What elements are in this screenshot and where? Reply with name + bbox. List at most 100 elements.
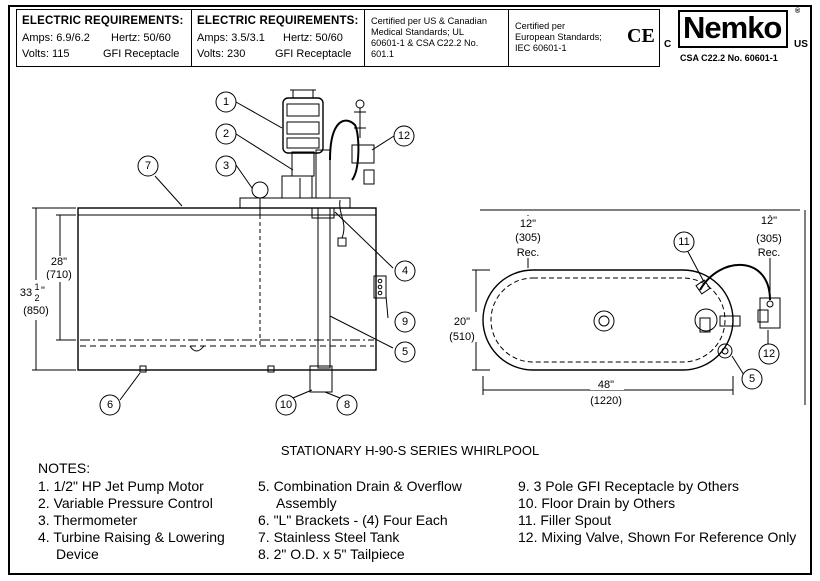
note-item: 7. Stainless Steel Tank xyxy=(258,529,400,545)
callout-4 xyxy=(394,260,416,282)
drain-bulge xyxy=(189,345,205,352)
drawing-title: STATIONARY H-90-S SERIES WHIRLPOOL xyxy=(280,443,540,458)
req-volts: Volts: 115 xyxy=(22,48,70,60)
callout-7-label: 7 xyxy=(145,160,151,172)
tailpiece xyxy=(309,365,333,393)
pump-base xyxy=(281,175,313,199)
motor-band xyxy=(286,103,320,117)
callout-6-label: 6 xyxy=(107,399,113,411)
callout-3-label: 3 xyxy=(223,160,229,172)
dim-335-unit: " xyxy=(41,285,45,297)
nemko-standard: CSA C22.2 No. 60601-1 xyxy=(680,53,778,63)
notes-column-2: 5. Combination Drain & Overflow Assembly… xyxy=(258,478,462,563)
note-item: 2. Variable Pressure Control xyxy=(38,495,213,511)
mixing-valve-side xyxy=(351,144,375,164)
turbine-pipe xyxy=(317,207,331,369)
req-volts: Volts: 230 xyxy=(197,48,246,60)
dim-12-left-text: 12" xyxy=(520,218,536,230)
filler-spout xyxy=(695,279,711,295)
pump-platform xyxy=(239,197,351,209)
dim-335-den: 2 xyxy=(34,293,39,303)
callout-9 xyxy=(394,311,416,333)
ce-mark-logo: CE xyxy=(627,25,655,47)
rec-left-text: Rec. xyxy=(517,247,540,259)
electric-requirements-230v: ELECTRIC REQUIREMENTS: Amps: 3.5/3.1 Her… xyxy=(191,9,365,67)
center-drain xyxy=(593,310,615,332)
dim-1220-text: (1220) xyxy=(590,395,622,407)
dim-710-text: (710) xyxy=(46,269,72,281)
callout-7 xyxy=(137,155,159,177)
supply-hose xyxy=(329,119,360,181)
note-item: 1. 1/2" HP Jet Pump Motor xyxy=(38,478,204,494)
callout-11-label: 11 xyxy=(678,236,689,248)
dim-12-right-text: 12" xyxy=(761,215,777,227)
note-item: 3. Thermometer xyxy=(38,512,138,528)
leader-3 xyxy=(235,164,253,189)
cert-eu-text: Certified per European Standards; IEC 60… xyxy=(515,21,602,53)
pump-body xyxy=(291,151,315,177)
notes-column-1: 1. 1/2" HP Jet Pump Motor 2. Variable Pr… xyxy=(38,478,225,563)
callout-11 xyxy=(673,231,695,253)
note-item: 6. "L" Brackets - (4) Four Each xyxy=(258,512,448,528)
req-amps: Amps: 3.5/3.1 xyxy=(197,32,265,44)
callout-3 xyxy=(215,155,237,177)
nemko-us-mark: US xyxy=(794,39,808,50)
dim-305-right-text: (305) xyxy=(756,233,782,245)
callout-8-label: 8 xyxy=(344,399,350,411)
dim-20-text: 20" xyxy=(454,316,470,328)
nemko-c-mark: C xyxy=(664,39,672,50)
dim-335-num: 1 xyxy=(34,282,39,292)
callout-9-label: 9 xyxy=(402,316,408,328)
note-item: 12. Mixing Valve, Shown For Reference On… xyxy=(518,529,797,545)
drawing-border xyxy=(8,5,812,575)
certification-european: Certified per European Standards; IEC 60… xyxy=(508,9,660,67)
note-item: 11. Filler Spout xyxy=(518,512,612,528)
leader-5-top xyxy=(731,355,745,376)
dim-28-text: 28" xyxy=(51,256,67,268)
registered-mark: ® xyxy=(795,8,801,15)
req-hertz: Hertz: 50/60 xyxy=(111,32,171,44)
req-gfi: GFI Receptacle xyxy=(275,48,352,60)
notes-heading: NOTES: xyxy=(38,460,91,476)
dim-48-text: 48" xyxy=(598,379,614,391)
callout-12-top xyxy=(758,343,780,365)
callout-10 xyxy=(275,394,297,416)
req-hertz: Hertz: 50/60 xyxy=(283,32,343,44)
nemko-logo: Nemko xyxy=(678,10,788,48)
drain-top xyxy=(717,343,733,359)
callout-5-top xyxy=(741,368,763,390)
pump-top xyxy=(694,308,718,332)
dim-510-text: (510) xyxy=(449,331,475,343)
req-title: ELECTRIC REQUIREMENTS: xyxy=(197,15,359,27)
tank-side-outline xyxy=(77,207,377,371)
leader-4 xyxy=(334,211,394,269)
filler-hose xyxy=(699,264,771,301)
note-item: 5. Combination Drain & Overflow xyxy=(258,478,462,494)
req-amps: Amps: 6.9/6.2 xyxy=(22,32,90,44)
leader-5 xyxy=(329,315,394,349)
dim-335-whole: 33 xyxy=(20,287,32,299)
callout-12-top-label: 12 xyxy=(763,348,775,360)
cert-us-text: Certified per US & Canadian Medical Stan… xyxy=(371,16,487,59)
req-title: ELECTRIC REQUIREMENTS: xyxy=(22,15,184,27)
leader-11 xyxy=(685,247,705,283)
note-item: Device xyxy=(56,546,99,562)
note-item: 9. 3 Pole GFI Receptacle by Others xyxy=(518,478,739,494)
nemko-logo-text: Nemko xyxy=(683,10,782,45)
leader-6 xyxy=(119,372,141,401)
dim-850-text: (850) xyxy=(23,305,49,317)
leader-1 xyxy=(235,101,283,129)
turbine-bracket xyxy=(311,207,335,219)
callout-8 xyxy=(336,394,358,416)
hose-fitting xyxy=(354,108,366,138)
dim-305-left-text: (305) xyxy=(515,232,541,244)
note-item: 10. Floor Drain by Others xyxy=(518,495,676,511)
mixing-valve-top xyxy=(759,297,781,329)
notes-column-3: 9. 3 Pole GFI Receptacle by Others 10. F… xyxy=(518,478,796,546)
callout-1 xyxy=(215,91,237,113)
callout-12 xyxy=(393,125,415,147)
callout-5 xyxy=(394,341,416,363)
tank-inner-rim xyxy=(490,277,726,363)
